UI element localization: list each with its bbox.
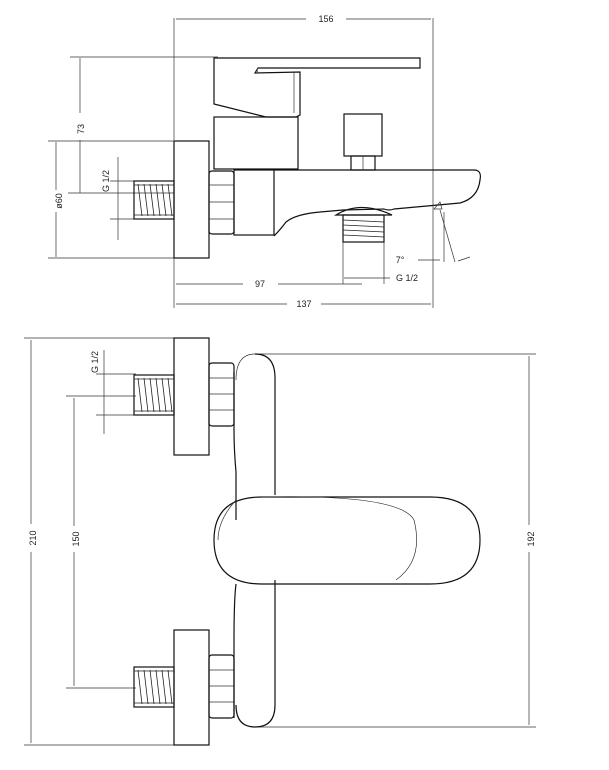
dim-192-label: 192 <box>526 531 536 546</box>
dim-150-label: 150 <box>71 531 81 546</box>
hex-nut-lower <box>208 654 235 719</box>
dimension-angle-7: 7° <box>396 209 471 265</box>
spout-outlet-top <box>333 206 393 243</box>
dimension-137: 137 <box>176 200 434 309</box>
wall-flange-top <box>173 140 210 259</box>
dimension-inlet-thread-top: G 1/2 <box>101 157 136 240</box>
dimension-outlet-thread: G 1/2 <box>342 242 418 284</box>
dim-137-label: 137 <box>296 299 311 309</box>
dimension-150: 150 <box>66 395 136 689</box>
mixer-body-top <box>273 169 481 237</box>
dim-outlet-thread-label: G 1/2 <box>396 273 418 283</box>
wall-flange-lower <box>173 629 210 746</box>
dimension-d60: ø60 <box>48 140 176 259</box>
dim-97-label: 97 <box>255 279 265 289</box>
dimension-inlet-thread-front: G 1/2 <box>90 350 136 434</box>
hex-nut-top <box>208 170 235 235</box>
dim-inlet-thread-top-label: G 1/2 <box>101 170 111 192</box>
inlet-thread-upper <box>133 374 175 416</box>
dim-210-label: 210 <box>28 530 38 545</box>
lever-handle-top <box>213 57 421 118</box>
dim-73-label: 73 <box>76 124 86 134</box>
dim-156-label: 156 <box>318 14 333 24</box>
mixer-body-front <box>233 353 276 728</box>
hex-nut-upper <box>208 362 235 427</box>
cartridge-housing-top <box>213 116 299 170</box>
connector-top <box>233 169 275 236</box>
diverter-knob-top <box>343 113 383 171</box>
dimension-97: 97 <box>173 258 362 308</box>
wall-flange-upper <box>173 337 210 456</box>
dimension-156: 156 <box>173 14 434 200</box>
dim-d60-label: ø60 <box>54 193 64 209</box>
lever-handle-front <box>213 496 481 585</box>
inlet-thread-lower <box>133 666 175 708</box>
side-view: 156 73 ø60 G 1/2 <box>48 14 481 309</box>
front-view: 210 150 G 1/2 192 <box>24 337 536 746</box>
dimension-73: 73 <box>68 56 218 194</box>
dim-angle-label: 7° <box>396 255 405 265</box>
dimension-210: 210 <box>24 337 176 746</box>
dimension-192: 192 <box>255 353 536 728</box>
dim-inlet-thread-front-label: G 1/2 <box>90 351 100 373</box>
inlet-thread-top <box>133 180 175 220</box>
